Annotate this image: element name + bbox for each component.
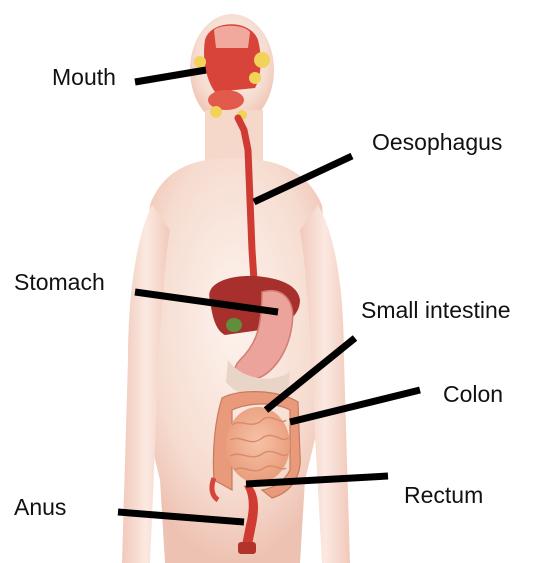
label-mouth: Mouth <box>52 66 116 89</box>
label-small-intestine: Small intestine <box>361 299 511 322</box>
gall-bladder-organ <box>226 318 242 332</box>
label-colon: Colon <box>443 383 503 406</box>
label-stomach: Stomach <box>14 271 105 294</box>
label-oesophagus: Oesophagus <box>372 131 502 154</box>
label-anus: Anus <box>14 496 66 519</box>
small-intestine-organ <box>226 407 290 483</box>
label-rectum: Rectum <box>404 484 483 507</box>
anus-organ <box>238 542 256 554</box>
